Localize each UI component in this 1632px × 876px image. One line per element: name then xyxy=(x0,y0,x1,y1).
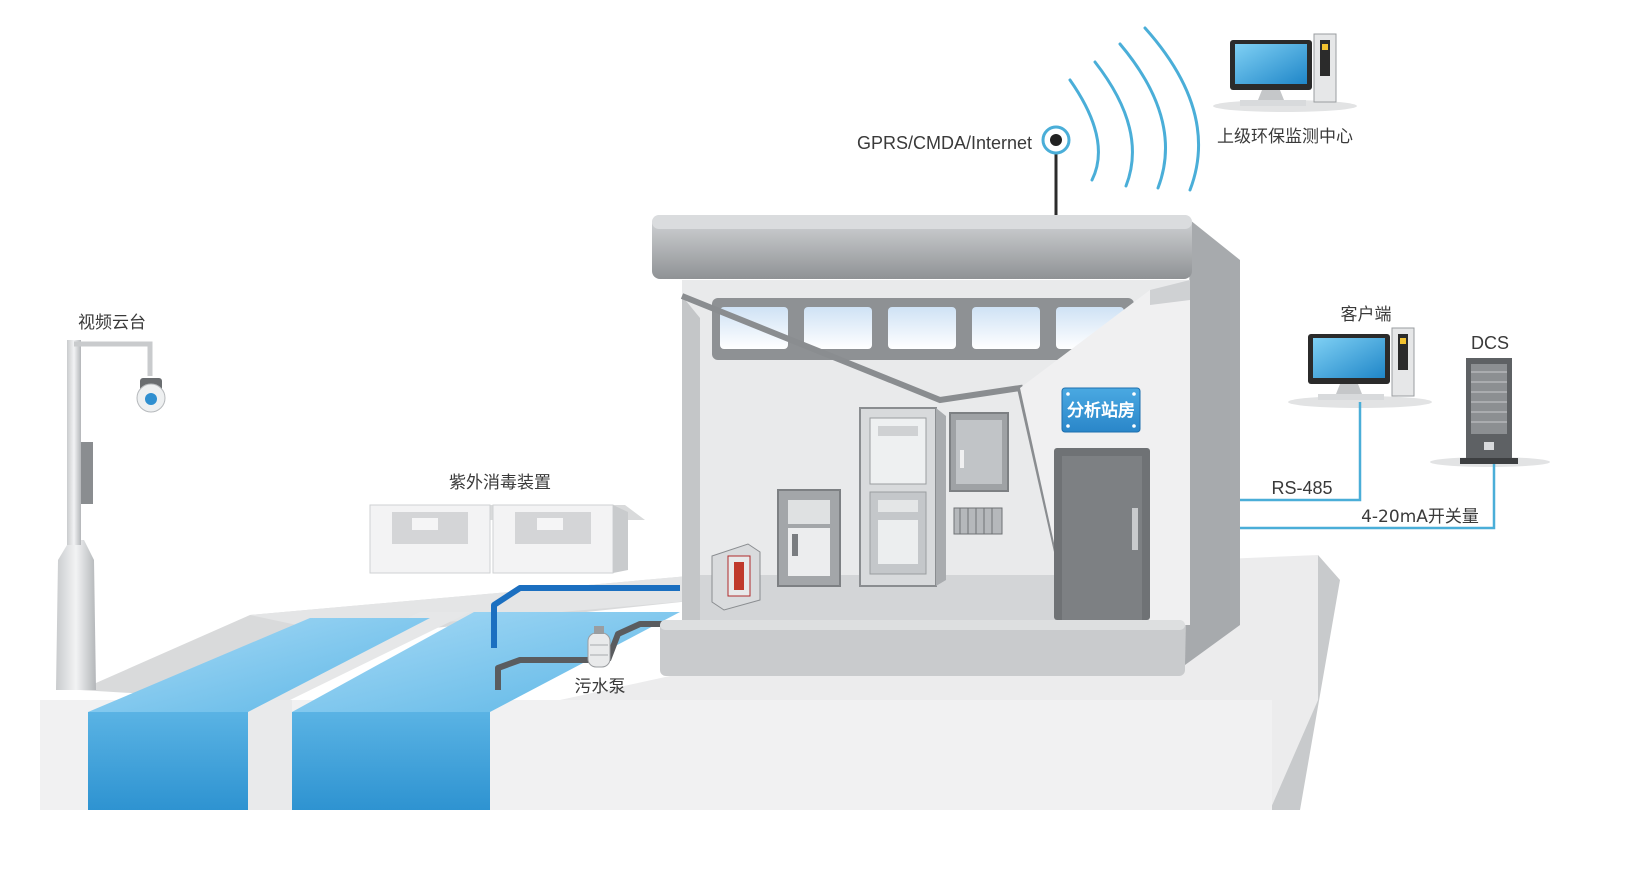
signal-lines xyxy=(1240,402,1496,530)
sewage-pump-label: 污水泵 xyxy=(575,677,626,697)
sample-pipe xyxy=(491,585,680,690)
camera-icon xyxy=(136,378,166,413)
uv-disinfection-label: 紫外消毒装置 xyxy=(449,473,551,493)
client-label: 客户端 xyxy=(1341,305,1392,325)
antenna-icon xyxy=(1041,125,1071,215)
network-label: GPRS/CMDA/Internet xyxy=(857,133,1032,153)
station-building xyxy=(652,215,1240,676)
station-sign: 分析站房 xyxy=(1061,387,1141,433)
uv-disinfection-unit xyxy=(369,504,645,574)
dcs-label: DCS xyxy=(1471,333,1509,353)
server-icon xyxy=(1430,358,1550,467)
monitoring-center-label: 上级环保监测中心 xyxy=(1217,127,1353,147)
station-sign-label: 分析站房 xyxy=(1067,400,1135,421)
wifi-wave-icon xyxy=(1068,26,1201,192)
analyzer-cabinet-tall xyxy=(859,407,946,587)
analyzer-cabinet-small xyxy=(777,489,841,587)
fire-extinguisher-box xyxy=(711,543,761,611)
monitor-icon xyxy=(1288,327,1432,408)
water-pool-right xyxy=(292,612,680,810)
water-pool-left xyxy=(88,618,430,810)
sewage-pump xyxy=(587,626,611,668)
camera-pole xyxy=(56,340,153,690)
control-box xyxy=(949,412,1009,492)
monitor-icon xyxy=(1213,33,1357,112)
rs485-label: RS-485 xyxy=(1271,478,1332,498)
analog-signal-label: 4-20mA开关量 xyxy=(1361,507,1479,527)
terminal-block xyxy=(953,507,1003,535)
camera-label: 视频云台 xyxy=(78,313,146,333)
